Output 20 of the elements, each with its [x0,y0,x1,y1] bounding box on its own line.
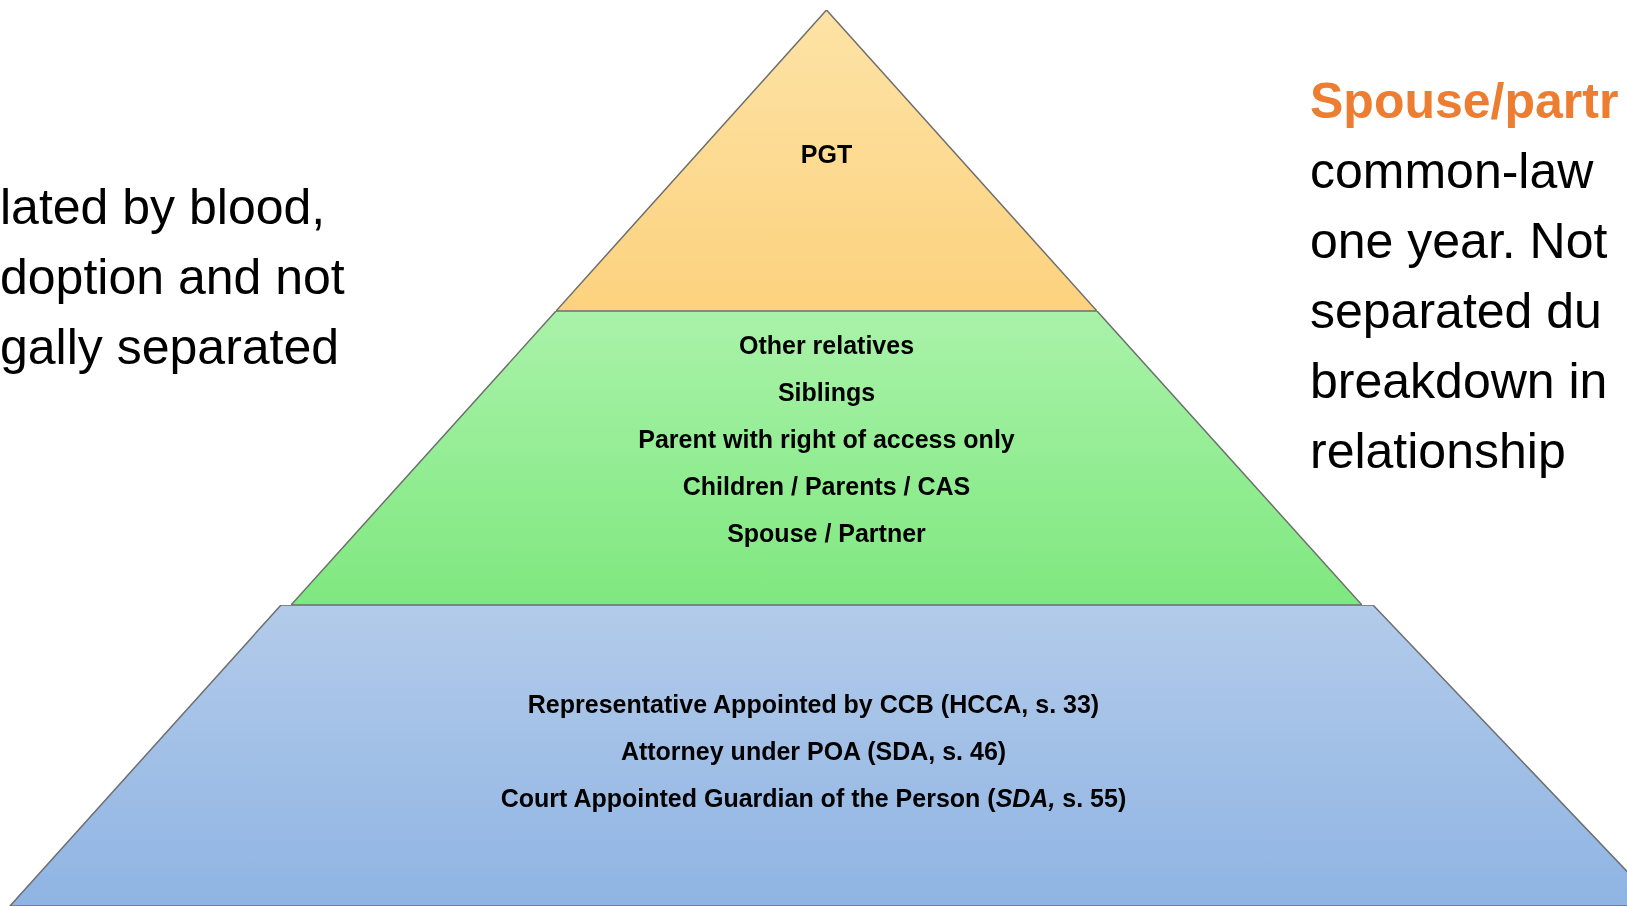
tier-text: Attorney under POA (SDA, s. 46) [620,736,1007,767]
tier-text: Representative Appointed by CCB (HCCA, s. 33) [527,689,1100,720]
note-text: doption and not [0,248,345,307]
tier-text: Siblings [777,377,876,408]
tier-text: Children / Parents / CAS [682,471,971,502]
note-text: separated du [1310,282,1603,341]
note-heading: Spouse/partr [1310,72,1619,131]
note-text: relationship [1310,422,1567,481]
tier-text: PGT [800,139,853,170]
pyramid-tier [556,10,1097,311]
note-text: common-law [1310,142,1595,201]
tier-text: Parent with right of access only [638,424,1015,455]
pyramid-tier [8,605,1627,906]
tier-text: Court Appointed Guardian of the Person (SDA, s. 55) [500,783,1127,814]
tier-text: Other relatives [738,330,915,361]
note-text: gally separated [0,318,341,377]
note-text: one year. Not [1310,212,1609,271]
note-text: lated by blood, [0,178,327,237]
note-text: breakdown in [1310,352,1609,411]
tier-text: Spouse / Partner [727,518,926,549]
